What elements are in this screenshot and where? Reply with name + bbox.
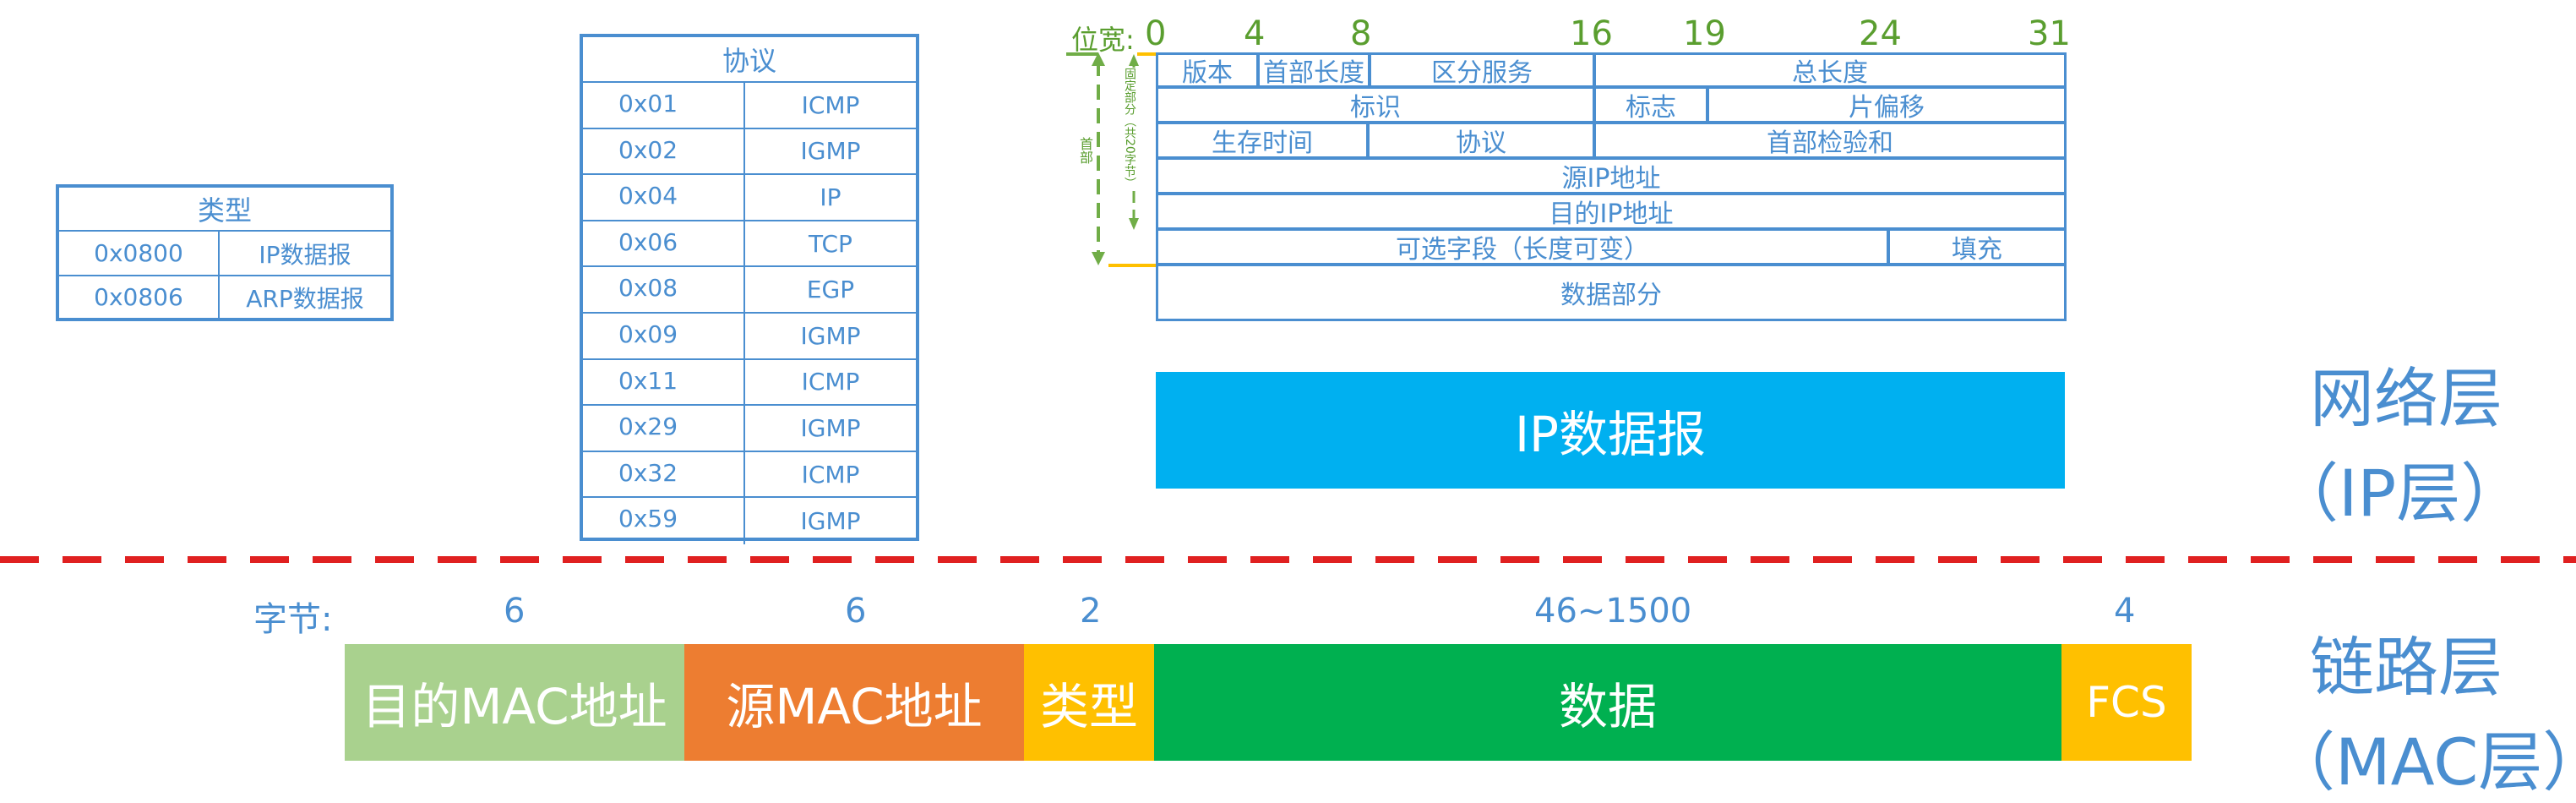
ip-field-options: 可选字段（长度可变） bbox=[1156, 228, 1889, 265]
src-mac-label: 源MAC地址 bbox=[726, 678, 983, 735]
bit-tick-label: 31 bbox=[2028, 14, 2071, 53]
protocol-name-cell: IGMP bbox=[800, 507, 861, 536]
ip-field-padding: 填充 bbox=[1887, 228, 2067, 265]
bit-tick-label: 4 bbox=[1244, 14, 1266, 53]
protocol-name-cell: IGMP bbox=[745, 314, 916, 360]
protocol-code-cell: 0x04 bbox=[583, 175, 745, 221]
type-label: 类型 bbox=[1039, 678, 1138, 735]
protocol-name-cell: ICMP bbox=[745, 83, 916, 129]
protocol-code-cell: 0x09 bbox=[583, 314, 745, 360]
protocol-name-cell: IGMP bbox=[745, 129, 916, 176]
segment-bytes-label: 4 bbox=[2114, 592, 2136, 631]
type-name-cell: IP数据报 bbox=[220, 232, 390, 276]
ip-field-version: 版本 bbox=[1156, 52, 1259, 88]
header-bracket-arrows bbox=[1066, 52, 1156, 267]
ip-field-protocol: 协议 bbox=[1367, 122, 1595, 159]
segment-bytes-label: 2 bbox=[1080, 592, 1102, 631]
layer-divider-line bbox=[0, 556, 2576, 563]
network-layer-subtitle: （IP层） bbox=[2274, 456, 2525, 531]
protocol-name-cell: ICMP bbox=[745, 452, 916, 499]
bit-tick-label: 19 bbox=[1683, 14, 1726, 53]
ip-field-ttl: 生存时间 bbox=[1156, 122, 1369, 159]
ip-datagram-block: IP数据报 bbox=[1156, 372, 2065, 489]
ip-field-destination-address: 目的IP地址 bbox=[1156, 193, 2067, 230]
ip-field-source-address: 源IP地址 bbox=[1156, 157, 2067, 194]
fixed-part-side-label: 固定部分（共20字节） bbox=[1120, 68, 1136, 189]
bit-width-label: 位宽: bbox=[1071, 24, 1135, 56]
ip-datagram-label: IP数据报 bbox=[1514, 406, 1707, 463]
protocol-table-header: 协议 bbox=[583, 37, 916, 83]
bit-tick-label: 0 bbox=[1145, 14, 1167, 53]
ip-field-header-length: 首部长度 bbox=[1257, 52, 1370, 88]
frame-segment-fcs: FCS bbox=[2061, 644, 2192, 761]
protocol-code-cell: 0x11 bbox=[583, 359, 745, 407]
frame-segment-src-mac: 源MAC地址 bbox=[684, 644, 1024, 761]
protocol-name-cell: EGP bbox=[745, 267, 916, 314]
protocol-code-cell: 0x01 bbox=[583, 83, 745, 129]
protocol-code-cell: 0x02 bbox=[583, 128, 745, 176]
type-code-cell: 0x0806 bbox=[59, 276, 220, 318]
ip-field-flags: 标志 bbox=[1593, 86, 1708, 123]
type-table-header: 类型 bbox=[59, 188, 390, 232]
protocol-code-cell: 0x29 bbox=[583, 406, 745, 452]
bit-tick-label: 16 bbox=[1570, 14, 1613, 53]
segment-bytes-label: 46~1500 bbox=[1534, 592, 1692, 631]
segment-bytes-label: 6 bbox=[504, 592, 526, 631]
protocol-name-cell: TCP bbox=[745, 221, 916, 268]
protocol-code-cell: 0x08 bbox=[583, 267, 745, 314]
type-code-cell: 0x0800 bbox=[59, 232, 220, 276]
network-layer-title: 网络层 bbox=[2310, 361, 2502, 436]
type-name-cell: ARP数据报 bbox=[246, 284, 364, 313]
ip-field-dscp: 区分服务 bbox=[1369, 52, 1595, 88]
protocol-code-cell: 0x32 bbox=[583, 451, 745, 499]
protocol-code-cell: 0x06 bbox=[583, 221, 745, 268]
bit-tick-label: 24 bbox=[1859, 14, 1902, 53]
ip-field-fragment-offset: 片偏移 bbox=[1707, 86, 2067, 123]
data-label: 数据 bbox=[1558, 678, 1657, 735]
bit-tick-label: 8 bbox=[1350, 14, 1372, 53]
ip-field-checksum: 首部检验和 bbox=[1593, 122, 2067, 159]
link-layer-title: 链路层 bbox=[2310, 630, 2502, 705]
fcs-label: FCS bbox=[2086, 678, 2167, 727]
frame-segment-data: 数据 bbox=[1154, 644, 2061, 761]
segment-bytes-label: 6 bbox=[845, 592, 867, 631]
protocol-name-cell: IGMP bbox=[745, 406, 916, 452]
frame-segment-type: 类型 bbox=[1024, 644, 1154, 761]
ip-field-identification: 标识 bbox=[1156, 86, 1595, 123]
frame-segment-dest-mac: 目的MAC地址 bbox=[345, 644, 684, 761]
bytes-label: 字节: bbox=[253, 600, 333, 639]
header-side-label: 首部 bbox=[1077, 137, 1093, 164]
protocol-name-cell: ICMP bbox=[745, 360, 916, 407]
dest-mac-label: 目的MAC地址 bbox=[362, 678, 667, 735]
ip-field-data: 数据部分 bbox=[1156, 264, 2067, 321]
link-layer-subtitle: （MAC层） bbox=[2271, 724, 2576, 800]
ip-field-total-length: 总长度 bbox=[1593, 52, 2067, 88]
protocol-name-cell: IP bbox=[745, 175, 916, 221]
protocol-code-cell: 0x59 bbox=[583, 498, 745, 544]
type-table: 类型 0x0800 IP数据报 0x0806 ARP数据报 bbox=[56, 184, 394, 321]
